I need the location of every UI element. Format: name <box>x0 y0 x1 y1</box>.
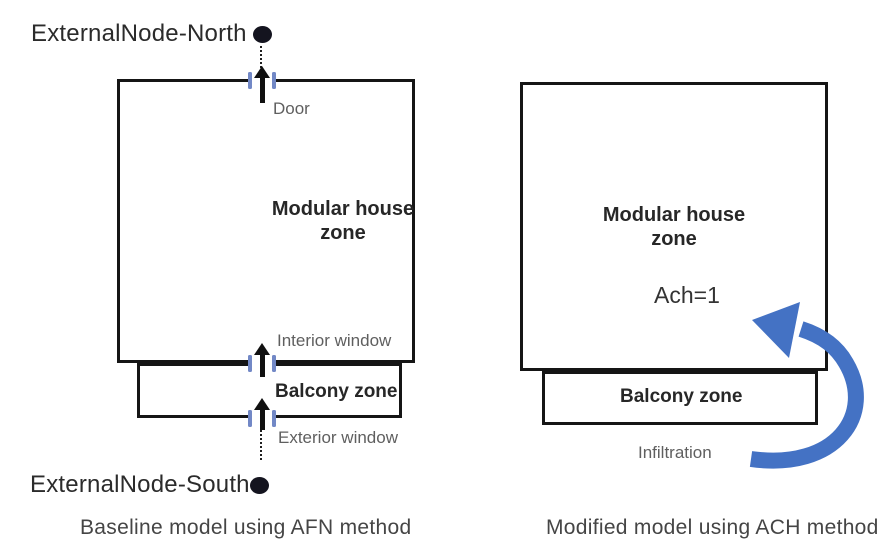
right-caption: Modified model using ACH method <box>546 516 879 539</box>
interior-window-bracket-left-icon <box>248 355 252 372</box>
door-bracket-right-icon <box>272 72 276 89</box>
left-modular-house-zone-title: Modular house zone <box>270 197 416 245</box>
right-zone-title-line1: Modular house <box>602 204 746 226</box>
door-bracket-left-icon <box>248 72 252 89</box>
door-airflow-arrow-icon <box>254 66 270 103</box>
left-balcony-zone-title: Balcony zone <box>275 381 398 402</box>
external-node-north-label: ExternalNode-North <box>31 20 247 47</box>
left-modular-house-zone-box <box>117 79 415 363</box>
external-node-south-label: ExternalNode-South <box>30 471 250 498</box>
infiltration-curved-arrow-icon <box>749 302 864 469</box>
left-zone-title-line2: zone <box>320 222 366 244</box>
right-modular-house-zone-title: Modular house zone <box>574 203 774 251</box>
external-node-south-dot-icon <box>250 477 269 494</box>
exterior-window-label: Exterior window <box>278 428 398 447</box>
door-label: Door <box>273 99 310 118</box>
interior-window-bracket-right-icon <box>272 355 276 372</box>
interior-window-label: Interior window <box>277 331 392 350</box>
external-node-north-dot-icon <box>253 26 272 43</box>
exterior-window-bracket-right-icon <box>272 410 276 427</box>
ach-value-label: Ach=1 <box>654 282 720 308</box>
right-balcony-zone-title: Balcony zone <box>620 386 743 407</box>
exterior-window-airflow-arrow-icon <box>254 398 270 430</box>
exterior-window-bracket-left-icon <box>248 410 252 427</box>
right-balcony-zone-box <box>542 371 818 425</box>
interior-window-airflow-arrow-icon <box>254 343 270 377</box>
infiltration-label: Infiltration <box>638 443 712 462</box>
right-zone-title-line2: zone <box>651 228 697 250</box>
left-caption: Baseline model using AFN method <box>80 516 412 539</box>
left-zone-title-line1: Modular house <box>271 198 415 220</box>
